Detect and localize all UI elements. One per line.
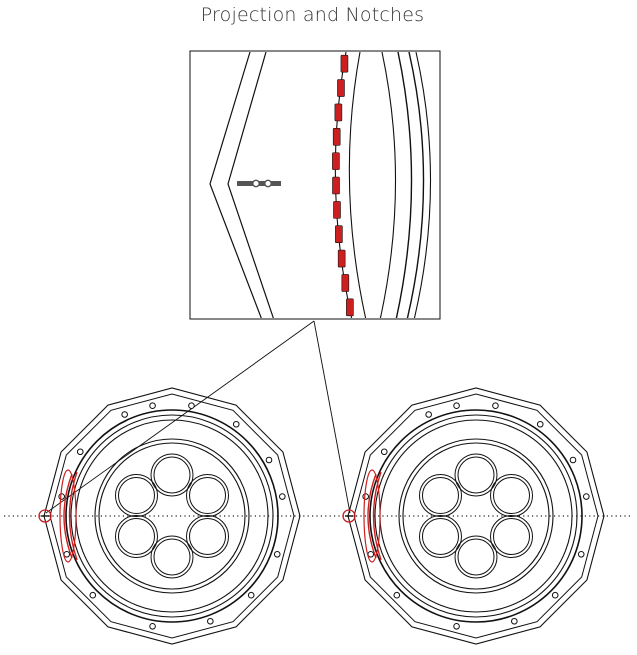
lens — [150, 453, 194, 497]
lens — [186, 474, 230, 517]
lens-inner — [421, 518, 459, 555]
screw — [76, 448, 84, 456]
notch — [332, 127, 341, 146]
screw — [511, 617, 518, 625]
fixture-right — [342, 387, 605, 645]
detail-outer-edge-inner — [227, 52, 274, 318]
ring-edge-3 — [379, 52, 397, 318]
notch-highlight-outline — [363, 469, 381, 563]
housing-ring — [398, 438, 554, 594]
screw — [232, 420, 240, 428]
notches — [332, 54, 354, 317]
screw — [247, 591, 255, 599]
lens-inner — [457, 456, 495, 494]
lens-inner — [493, 477, 531, 514]
screw — [367, 551, 375, 558]
screw — [425, 411, 432, 418]
projection-pin — [237, 179, 281, 188]
projection-marker — [342, 509, 356, 523]
lens-inner — [189, 518, 227, 555]
lens-inner — [117, 477, 155, 514]
housing-ring — [374, 414, 578, 618]
lens — [490, 515, 534, 558]
screw — [207, 617, 214, 625]
screw — [273, 551, 281, 558]
housing-ring — [369, 409, 583, 623]
screw — [536, 420, 544, 428]
lens-inner — [153, 456, 191, 494]
lens — [418, 474, 462, 517]
notch-highlight — [367, 471, 382, 561]
lens — [186, 515, 230, 558]
housing-ring — [94, 438, 250, 594]
notch — [334, 103, 343, 122]
lens — [454, 535, 498, 579]
housing-ring — [402, 442, 550, 590]
outer-housing — [43, 387, 301, 645]
ring-edge-5 — [406, 52, 425, 318]
notch — [340, 54, 349, 73]
screw — [577, 551, 585, 558]
notch — [346, 298, 354, 317]
lens — [418, 515, 462, 558]
screw — [362, 493, 370, 500]
screw — [188, 402, 195, 410]
page-title: Projection and Notches — [200, 4, 425, 26]
lens — [490, 474, 534, 517]
outer-housing — [347, 387, 605, 645]
screw — [582, 493, 590, 500]
ring-edge-4 — [395, 52, 413, 318]
screw — [121, 411, 128, 418]
lens-inner — [493, 518, 531, 555]
outer-housing-inner — [49, 393, 295, 639]
lens — [454, 453, 498, 497]
screw — [492, 402, 499, 410]
detail-outer-edge — [209, 52, 262, 318]
screw — [453, 622, 460, 630]
screw — [380, 448, 388, 456]
notch — [335, 225, 343, 244]
lens-inner — [153, 538, 191, 576]
screw — [453, 402, 460, 410]
lens-inner — [421, 477, 459, 514]
lens-inner — [189, 477, 227, 514]
fixture-left — [38, 387, 301, 645]
notch — [341, 274, 350, 292]
housing-ring — [98, 442, 246, 590]
ring-edge-6 — [413, 52, 432, 318]
lens-inner — [457, 538, 495, 576]
screw — [58, 493, 66, 500]
notch — [337, 79, 345, 97]
ring-edge-2 — [348, 52, 367, 318]
screw — [551, 591, 559, 599]
housing-ring — [65, 409, 279, 623]
notch — [333, 201, 341, 219]
notch-highlight-outline — [59, 469, 77, 563]
screw — [149, 622, 156, 630]
notch — [332, 152, 340, 170]
outer-housing-inner — [353, 393, 599, 639]
screw — [149, 402, 156, 410]
notch — [332, 176, 340, 195]
screw — [393, 591, 401, 599]
projection-marker — [38, 509, 52, 523]
zoom-callout-lines — [45, 320, 351, 514]
lens-inner — [117, 518, 155, 555]
notch — [337, 249, 346, 268]
screw — [265, 456, 273, 464]
housing-ring — [70, 414, 274, 618]
lens — [150, 535, 194, 579]
lens — [114, 474, 158, 517]
screw — [278, 493, 286, 500]
screw — [569, 456, 577, 464]
notch-highlight — [63, 471, 78, 561]
lens — [114, 515, 158, 558]
screw — [89, 591, 97, 599]
screw — [63, 551, 71, 558]
detail-inset — [189, 50, 441, 320]
